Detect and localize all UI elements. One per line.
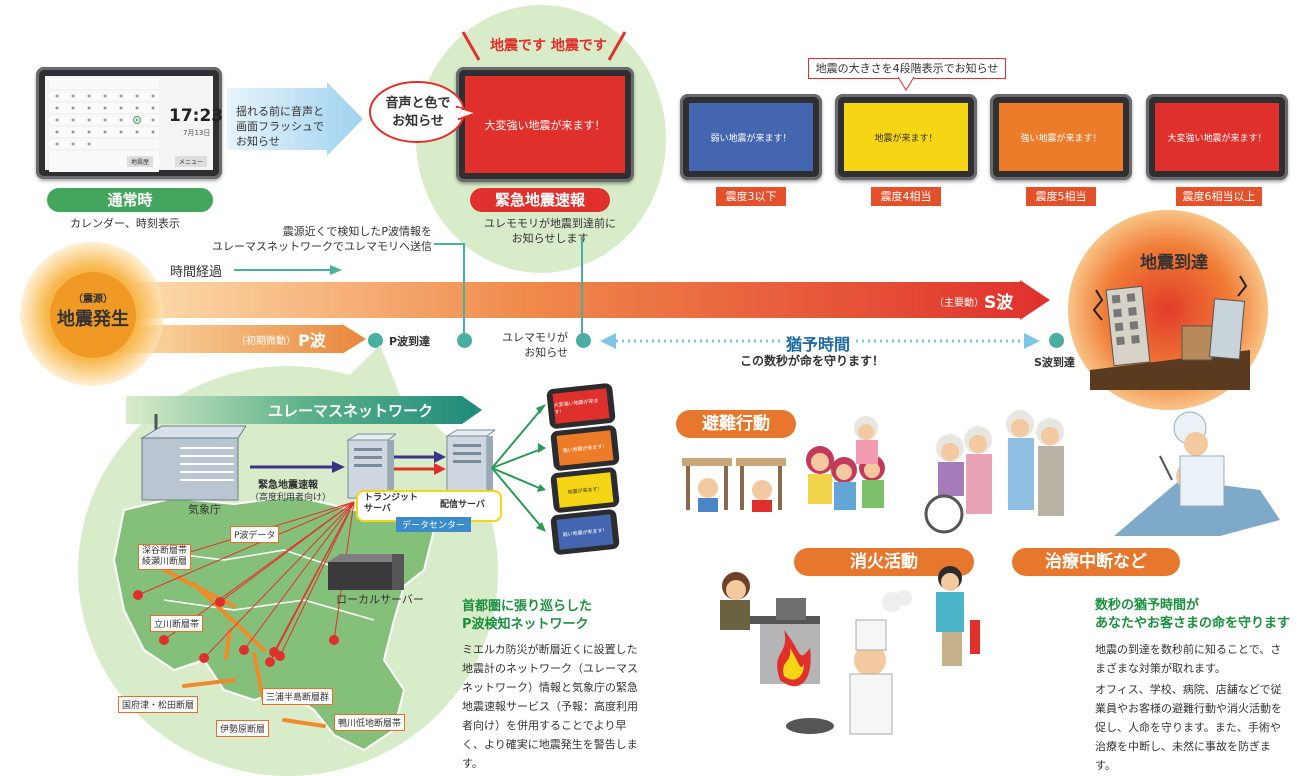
eew-label-2: （高度利用者向け） xyxy=(250,493,332,503)
life-title: 数秒の猶予時間が あなたやお客さまの命を守ります xyxy=(1095,598,1291,631)
level-monitor-1: 弱い地震が来ます！ xyxy=(680,94,822,180)
evacuation-illustration xyxy=(682,416,885,512)
normal-to-alert-arrow xyxy=(227,82,363,156)
phone-4: 弱い地震が来ます！ xyxy=(550,508,620,556)
grace-time-sub: この数秒が命を守ります！ xyxy=(740,354,885,368)
level-label-2: 震度4相当 xyxy=(871,187,941,206)
emergency-sub: ユレモモリが地震到達前に お知らせします xyxy=(484,217,616,245)
transit-label: トランジット サーバ xyxy=(364,493,419,514)
epicenter-small: （震源） xyxy=(73,294,113,305)
calendar-btn-2[interactable]: メニュー xyxy=(175,156,208,167)
alert-top-text: 地震です 地震です xyxy=(490,38,607,54)
p-wave-label: P波 xyxy=(298,331,326,350)
alert-flash-lines xyxy=(461,31,627,61)
arrival-label: 地震到達 xyxy=(1140,253,1208,273)
levels-note-pointer xyxy=(898,77,914,91)
evacuate-label: 避難行動 xyxy=(676,410,796,438)
time-passing-label: 時間経過 xyxy=(170,265,223,280)
p-wave-band xyxy=(100,324,366,354)
delivery-server xyxy=(445,429,495,497)
eew-label-1: 緊急地震速報 xyxy=(258,480,318,491)
fault-tag-5: 三浦半島断層群 xyxy=(262,688,334,705)
speech-bubble xyxy=(369,81,479,143)
datacenter-label: データセンター xyxy=(396,517,472,532)
clock-time: 17:23 xyxy=(169,106,224,126)
speech-bubble-text: 音声と色で お知らせ xyxy=(385,96,451,129)
p-wave-small: （初期微動） xyxy=(236,336,296,347)
normal-monitor: 地震歴 メニュー 17:23 7月13日 xyxy=(36,67,224,179)
clock-date: 7月13日 xyxy=(183,129,211,137)
network-banner xyxy=(126,396,482,424)
fault-tag-3: 国府津・松田断層 xyxy=(118,696,199,713)
epicenter-core xyxy=(50,272,136,358)
s-wave-band xyxy=(100,280,1050,320)
fault-tag-6: 鴨川低地断層帯 xyxy=(334,714,406,731)
level-monitor-3: 強い地震が来ます！ xyxy=(990,94,1132,180)
fault-tag-2: 立川断層帯 xyxy=(150,615,204,632)
fanout-arrows xyxy=(491,404,546,532)
s-arrival-label: S波到達 xyxy=(1034,356,1075,369)
level-label-1: 震度3以下 xyxy=(716,187,786,206)
fault-tag-1: 深谷断層帯 綾瀬川断層 xyxy=(138,544,192,570)
elderly-illustration xyxy=(924,410,1064,534)
transit-to-delivery-arrows xyxy=(394,451,446,475)
life-p2: オフィス、学校、病院、店舗などで従業員やお客様の避難行動や消火活動を促し、人命を… xyxy=(1095,683,1282,772)
calendar-btn-1[interactable]: 地震歴 xyxy=(127,156,154,167)
collapsing-buildings xyxy=(1090,275,1250,390)
level-monitor-2: 地震が来ます！ xyxy=(835,94,977,180)
teal-connectors xyxy=(434,238,583,340)
local-server-label: ローカルサーバー xyxy=(336,593,424,606)
local-server xyxy=(328,554,404,590)
eew-arrow xyxy=(250,461,345,473)
yure-notify-label: ユレマモリが お知らせ xyxy=(502,331,568,359)
p-arrival-dot xyxy=(368,333,383,348)
phone-2: 強い地震が来ます！ xyxy=(550,424,620,472)
phone-3: 地震が来ます！ xyxy=(550,466,620,514)
emergency-label: 緊急地震速報 xyxy=(470,188,610,212)
emergency-screen: 大変強い地震が来ます！ xyxy=(465,76,625,173)
dentist-illustration xyxy=(1114,411,1280,536)
normal-sub: カレンダー、時刻表示 xyxy=(70,217,180,230)
jma-building xyxy=(140,414,246,501)
p-detect-note: 震源近くで検知したP波情報を ユレーマスネットワークでユレマモリへ送信 xyxy=(212,225,432,253)
yure-notify-dot xyxy=(576,333,591,348)
metro-title: 首都圏に張り巡らした P波検知ネットワーク xyxy=(462,599,593,632)
transit-server xyxy=(346,433,396,499)
s-wave-label: S波 xyxy=(984,293,1014,313)
delivery-label: 配信サーバ xyxy=(440,500,485,510)
network-title: ユレーマスネットワーク xyxy=(268,402,434,420)
p-data-tag: P波データ xyxy=(230,526,280,543)
level-label-4: 震度6相当以上 xyxy=(1176,187,1262,206)
time-passing-arrow xyxy=(234,265,342,275)
life-p1: 地震の到達を数秒前に知ることで、さまざまな対策が取れます。 xyxy=(1095,643,1282,675)
phone-1: 大変強い地震が来ます！ xyxy=(546,382,616,430)
grace-time-title: 猶予時間 xyxy=(780,331,857,355)
emergency-monitor: 大変強い地震が来ます！ xyxy=(456,67,634,182)
s-arrival-dot xyxy=(1049,333,1064,348)
fault-tag-4: 伊勢原断層 xyxy=(216,720,270,737)
metro-body: ミエルカ防災が断層近くに設置した地震計のネットワーク（ユレーマスネットワーク）情… xyxy=(462,643,638,770)
level-label-3: 震度5相当 xyxy=(1026,187,1096,206)
jma-label: 気象庁 xyxy=(188,503,221,516)
level-monitor-4: 大変強い地震が来ます！ xyxy=(1146,94,1288,180)
normal-arrow-text: 揺れる前に音声と 画面フラッシュで お知らせ xyxy=(236,105,324,148)
normal-label: 通常時 xyxy=(47,188,213,212)
s-wave-small: （主要動） xyxy=(934,298,984,309)
fire-illustration xyxy=(720,566,980,735)
p-data-dot xyxy=(457,333,472,348)
levels-note: 地震の大きさを4段階表示でお知らせ xyxy=(808,58,1006,79)
p-arrival-label: P波到達 xyxy=(389,335,431,348)
server-yellow-box xyxy=(356,490,502,522)
treatment-label: 治療中断など xyxy=(1012,548,1180,576)
epicenter-label: 地震発生 xyxy=(57,309,129,330)
